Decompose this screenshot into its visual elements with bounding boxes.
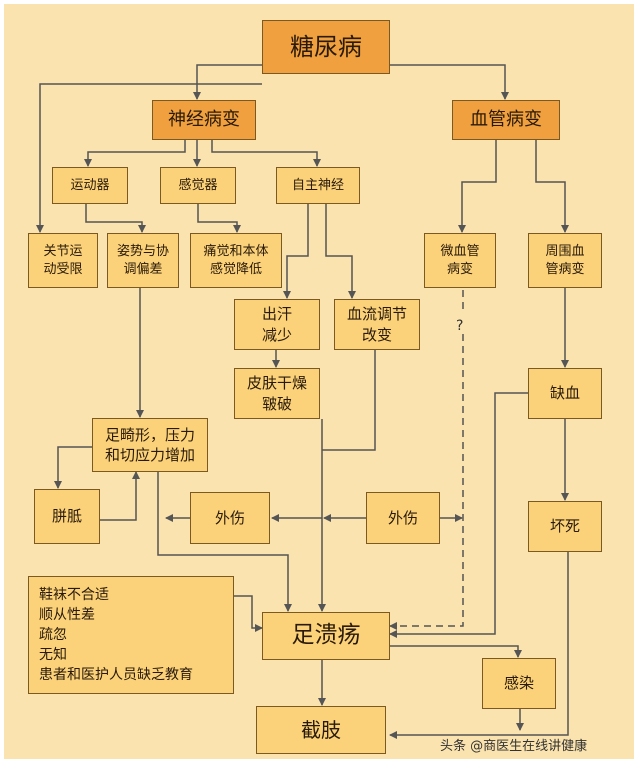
watermark: 头条 @商医生在线讲健康 [440, 739, 588, 754]
edge-bloodflow-trunk [322, 350, 376, 451]
node-ischemia: 缺血 [528, 368, 602, 419]
edge-deformity-callus [54, 446, 92, 489]
node-neuropathy: 神经病变 [152, 100, 256, 140]
node-necrosis: 坏死 [528, 501, 602, 552]
node-skin-dry: 皮肤干燥 皲破 [234, 368, 320, 419]
edge-callus-deformity [100, 471, 140, 521]
edge-deformity-ulcer [157, 472, 292, 612]
node-microvascular: 微血管 病变 [424, 233, 496, 288]
edge-micro-ulcer-dashed-2 [389, 334, 464, 630]
edge-ulcer-infection [390, 645, 522, 658]
risk-factor: 无知 [39, 647, 67, 663]
node-pain-loss: 痛觉和本体 感觉降低 [190, 233, 282, 288]
edge-diabetes-vasculopathy [390, 64, 509, 100]
edge-diabetes-neuropathy [193, 64, 262, 100]
edge-autonomic-sweat [283, 204, 309, 299]
risk-factor: 顺从性差 [39, 607, 95, 623]
edge-causes-ulcer [234, 595, 263, 632]
node-trauma-left: 外伤 [190, 492, 270, 544]
node-callus: 胼胝 [34, 489, 100, 544]
edge-diabetes-joint [36, 83, 262, 233]
node-diabetes: 糖尿病 [262, 20, 390, 74]
risk-factors-box: 鞋袜不合适 顺从性差 疏忽 无知 患者和医护人员缺乏教育 [28, 576, 234, 694]
node-autonomic: 自主神经 [276, 167, 360, 204]
edge-neuro-autonomic [211, 140, 321, 167]
node-posture: 姿势与协 调偏差 [107, 233, 179, 288]
node-foot-ulcer: 足溃疡 [262, 612, 390, 660]
node-peripheral-vascular: 周围血 管病变 [528, 233, 602, 288]
edge-vasc-peripheral [535, 140, 569, 233]
node-trauma-right: 外伤 [366, 492, 440, 544]
node-amputation: 截肢 [256, 706, 386, 754]
edge-motor-posture [85, 204, 146, 233]
node-joint-limitation: 关节运 动受限 [28, 233, 98, 288]
edge-ischemia-ulcer [389, 392, 528, 638]
node-vasculopathy: 血管病变 [452, 100, 560, 140]
risk-factor: 患者和医护人员缺乏教育 [39, 667, 193, 683]
node-sensory: 感觉器 [160, 167, 236, 204]
node-infection: 感染 [482, 658, 556, 709]
edge-vasc-micro [458, 140, 497, 233]
risk-factor: 鞋袜不合适 [39, 587, 109, 603]
node-sweat-reduced: 出汗 减少 [234, 299, 320, 350]
question-mark-label: ? [456, 318, 464, 334]
node-deformity: 足畸形，压力 和切应力增加 [92, 418, 208, 472]
edge-neuro-motor [84, 140, 186, 167]
node-motor: 运动器 [52, 167, 128, 204]
edge-autonomic-bloodflow [325, 204, 356, 299]
edge-necrosis-amputation [389, 552, 569, 739]
node-blood-flow: 血流调节 改变 [334, 299, 420, 350]
edge-sensory-pain [197, 204, 241, 233]
risk-factor: 疏忽 [39, 627, 67, 643]
